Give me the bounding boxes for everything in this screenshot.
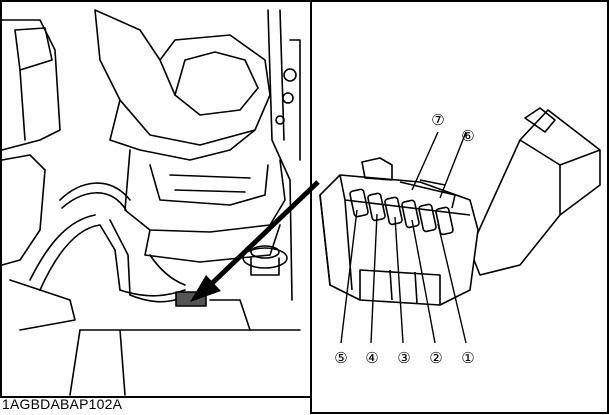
location-arrow bbox=[190, 180, 320, 302]
figure-caption: 1AGBDABAP102A bbox=[2, 396, 123, 412]
callout-5: ⑤ bbox=[334, 349, 347, 367]
callout-1: ① bbox=[461, 349, 474, 367]
callout-2: ② bbox=[429, 349, 442, 367]
callout-7: ⑦ bbox=[431, 111, 444, 129]
fuse-box-drawing bbox=[319, 107, 601, 306]
callout-4: ④ bbox=[365, 349, 378, 367]
callout-6: ⑥ bbox=[461, 127, 474, 145]
callout-3: ③ bbox=[397, 349, 410, 367]
vehicle-interior-drawing bbox=[1, 9, 301, 396]
leader-lines bbox=[340, 131, 467, 344]
callouts: ⑤ ④ ③ ② ① ⑦ ⑥ bbox=[334, 111, 474, 367]
